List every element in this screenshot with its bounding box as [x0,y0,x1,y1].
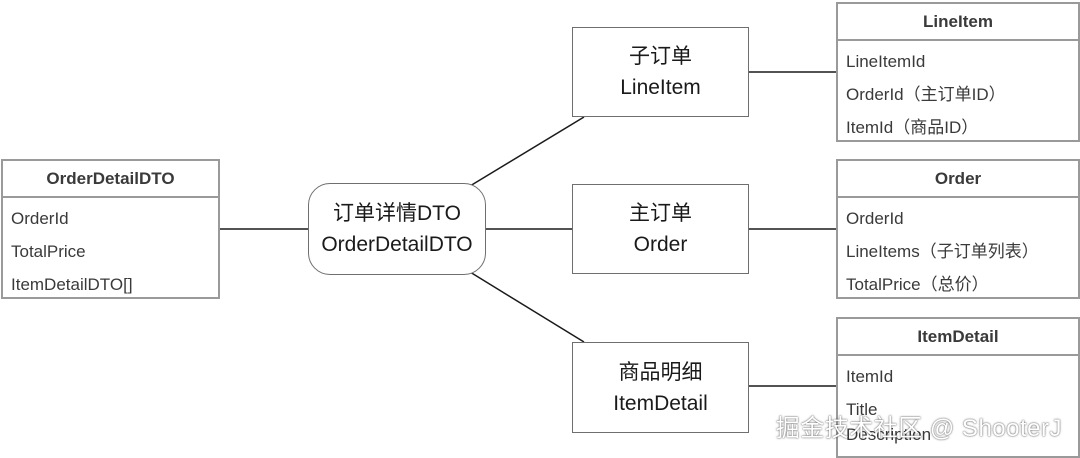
field-order-id: OrderId [11,209,69,228]
link-center-to-lineitem [469,116,585,187]
field-line-items: LineItems（子订单列表） [846,242,1039,261]
item-detail-card: ItemDetail ItemId Title Description [836,317,1080,458]
node-label-cn: 订单详情DTO [333,202,461,225]
field-total-price: TotalPrice [11,242,86,261]
link-center-to-itemdetail [469,271,585,343]
watermark: 掘金技术社区 @ ShooterJ [775,415,1062,442]
field-description: Description [846,425,932,444]
line-item-node: 子订单 LineItem [572,27,749,117]
order-card: Order OrderId LineItems（子订单列表） TotalPric… [836,159,1080,299]
node-label-cn: 主订单 [629,202,692,225]
field-order-id: OrderId（主订单ID） [846,85,1006,104]
field-order-id: OrderId [846,209,904,228]
node-label-en: Order [633,233,688,256]
node-label-en: LineItem [620,76,701,99]
field-line-item-id: LineItemId [846,52,926,71]
field-item-detail-dto-list: ItemDetailDTO[] [11,275,133,294]
card-title: LineItem [838,4,1078,41]
order-node: 主订单 Order [572,184,749,274]
card-title: ItemDetail [838,319,1078,356]
card-title: Order [838,161,1078,198]
node-label-en: OrderDetailDTO [321,233,473,256]
card-title: OrderDetailDTO [3,161,218,198]
node-label-cn: 商品明细 [618,360,703,384]
order-detail-dto-card: OrderDetailDTO OrderId TotalPrice ItemDe… [1,159,220,299]
order-detail-dto-node: 订单详情DTO OrderDetailDTO [308,183,486,275]
field-total-price: TotalPrice（总价） [846,275,989,294]
field-item-id: ItemId [846,367,894,386]
node-label-en: ItemDetail [613,391,708,415]
item-detail-node: 商品明细 ItemDetail [572,342,749,433]
node-label-cn: 子订单 [629,45,692,68]
field-title: Title [846,400,878,419]
line-item-card: LineItem LineItemId OrderId（主订单ID） ItemI… [836,2,1080,142]
field-item-id: ItemId（商品ID） [846,118,979,137]
